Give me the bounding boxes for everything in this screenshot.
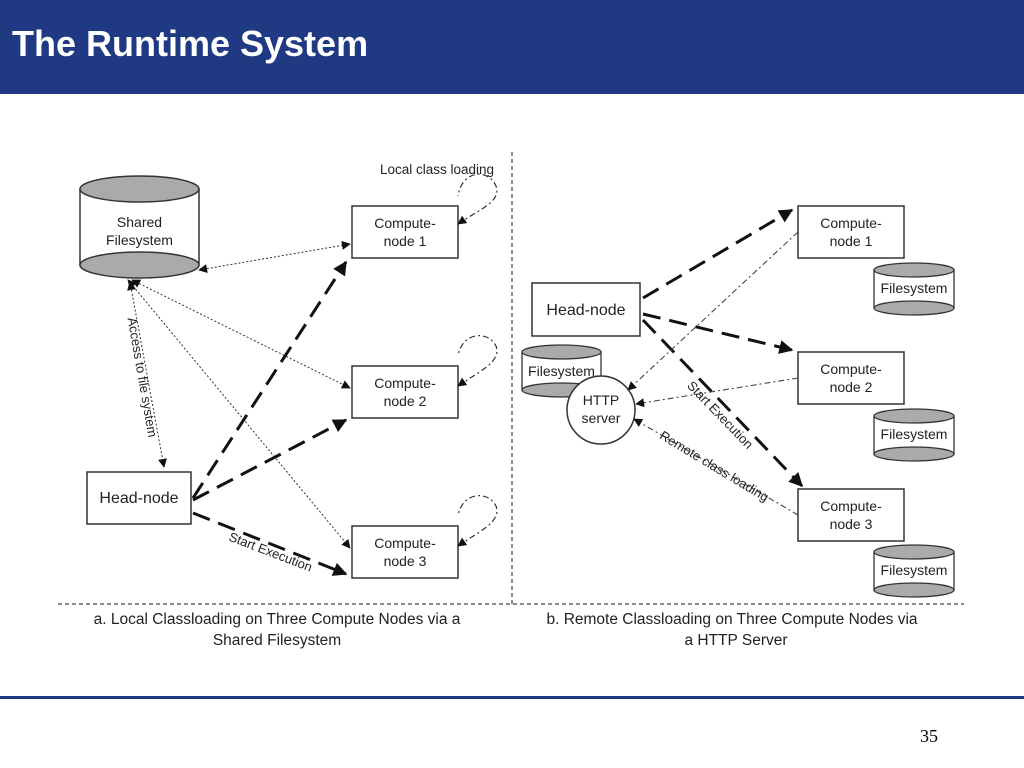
page-number: 35 (920, 726, 938, 746)
head-node-b: Head-node (531, 282, 641, 337)
label-start-execution-a: Start Execution (227, 529, 315, 575)
start-arrow-b-3 (641, 318, 804, 488)
filesystem-node-1-label: Filesystem (881, 280, 948, 296)
compute-node-a-1-line-1: Compute- (374, 215, 436, 231)
label-start-execution-b: Start Execution (684, 378, 756, 452)
slide-title: The Runtime System (12, 23, 369, 64)
compute-node-a-1: Compute- node 1 (351, 205, 459, 259)
compute-node-a-3-line-2: node 3 (384, 553, 427, 569)
caption-b-line-2: a HTTP Server (684, 632, 787, 649)
remote-link-node-1 (627, 231, 799, 391)
start-arrow-a-2 (192, 418, 348, 502)
start-arrow-a-3 (192, 511, 348, 576)
caption-a-line-2: Shared Filesystem (213, 632, 341, 649)
compute-node-b-2-line-1: Compute- (820, 361, 882, 377)
filesystem-node-3: Filesystem (873, 544, 955, 598)
compute-node-b-3: Compute- node 3 (797, 488, 905, 542)
caption-b-line-1: b. Remote Classloading on Three Compute … (546, 611, 917, 628)
compute-node-b-2-line-2: node 2 (830, 379, 873, 395)
compute-node-b-1-line-2: node 1 (830, 233, 873, 249)
http-server-line-1: HTTP (583, 392, 620, 408)
compute-node-b-1-line-1: Compute- (820, 215, 882, 231)
start-arrow-a-1 (191, 260, 348, 499)
filesystem-node-2-label: Filesystem (881, 426, 948, 442)
http-server: HTTP server (566, 375, 636, 445)
caption-a-line-1: a. Local Classloading on Three Compute N… (94, 611, 461, 628)
label-local-class-loading: Local class loading (380, 162, 494, 177)
title-bar: The Runtime System (0, 0, 1024, 94)
remote-link-node-3 (633, 418, 799, 516)
filesystem-node-1: Filesystem (873, 262, 955, 316)
compute-node-a-2: Compute- node 2 (351, 365, 459, 419)
filesystem-node-3-label: Filesystem (881, 562, 948, 578)
fs-link-node-2 (131, 279, 351, 389)
head-node-b-label: Head-node (546, 302, 625, 319)
remote-link-node-2 (635, 377, 799, 408)
http-filesystem-label: Filesystem (528, 363, 595, 379)
fs-link-node-1 (198, 240, 351, 274)
compute-node-a-3: Compute- node 3 (351, 525, 459, 579)
local-loop-1 (457, 173, 498, 225)
shared-filesystem: Shared Filesystem (79, 175, 200, 279)
http-server-line-2: server (582, 410, 621, 426)
label-access-file-system: Access to file system (125, 316, 161, 438)
footer-rule (0, 696, 1024, 699)
head-node-a: Head-node (86, 471, 192, 525)
shared-filesystem-label-2: Filesystem (106, 232, 173, 248)
local-loop-2 (457, 335, 498, 387)
compute-node-a-2-line-1: Compute- (374, 375, 436, 391)
start-arrow-b-1 (642, 208, 794, 300)
compute-node-b-2: Compute- node 2 (797, 351, 905, 405)
filesystem-node-2: Filesystem (873, 408, 955, 462)
fs-link-head-node (127, 281, 167, 468)
compute-node-b-3-line-1: Compute- (820, 498, 882, 514)
head-node-a-label: Head-node (99, 490, 178, 507)
compute-node-a-2-line-2: node 2 (384, 393, 427, 409)
compute-node-b-1: Compute- node 1 (797, 205, 905, 259)
compute-node-a-3-line-1: Compute- (374, 535, 436, 551)
compute-node-b-3-line-2: node 3 (830, 516, 873, 532)
compute-node-a-1-line-2: node 1 (384, 233, 427, 249)
local-loop-3 (457, 495, 498, 547)
shared-filesystem-label-1: Shared (117, 214, 162, 230)
